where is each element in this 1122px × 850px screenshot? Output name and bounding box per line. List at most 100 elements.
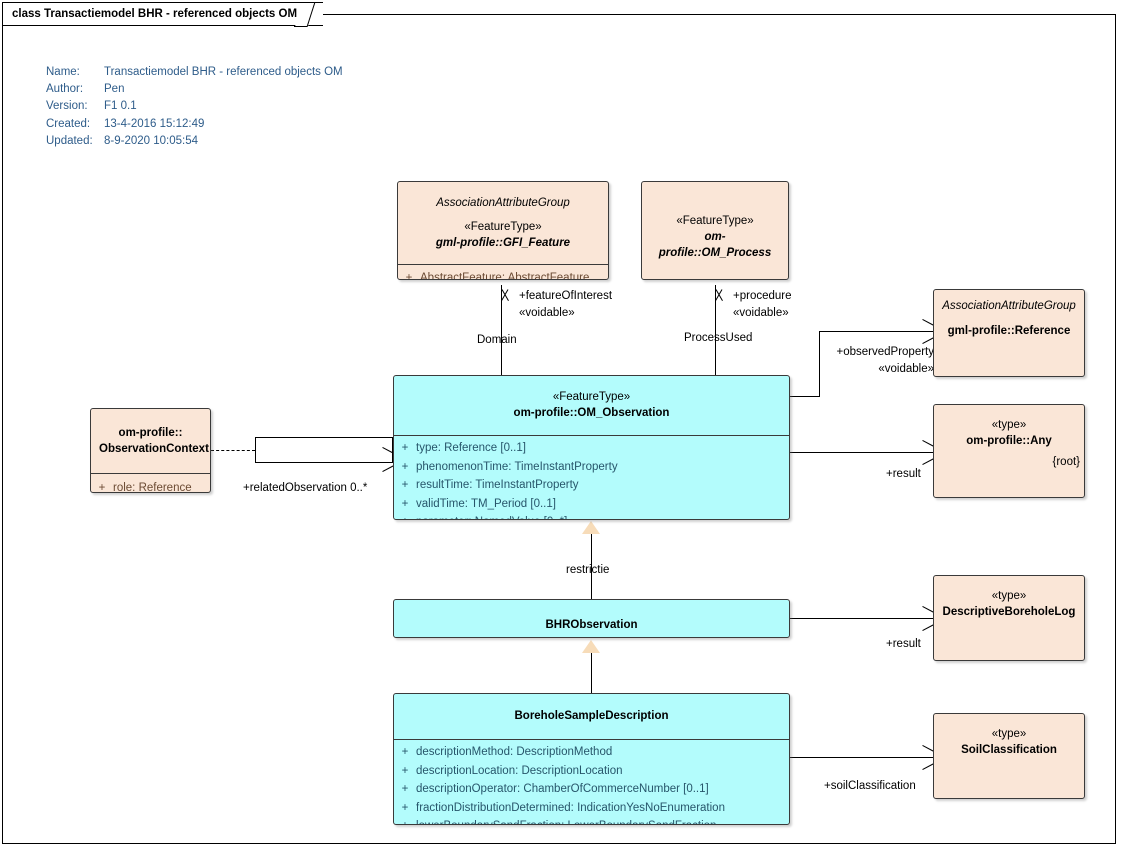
connector-label-observed-property: +observedProperty bbox=[836, 346, 935, 358]
attribute-text: parameter: NamedValue [0..*] bbox=[416, 513, 567, 519]
class-attribute: + validTime: TM_Period [0..1] bbox=[394, 495, 789, 514]
class-attribute: + descriptionLocation: DescriptionLocati… bbox=[394, 762, 789, 781]
metadata-row: Created: 13-4-2016 15:12:49 bbox=[46, 116, 343, 133]
attribute-visibility: + bbox=[98, 482, 106, 493]
metadata-row: Author: Pen bbox=[46, 81, 343, 98]
metadata-row: Name: Transactiemodel BHR - referenced o… bbox=[46, 64, 343, 81]
attribute-visibility: + bbox=[401, 442, 409, 454]
diagram-metadata: Name: Transactiemodel BHR - referenced o… bbox=[46, 64, 343, 150]
class-name: BHRObservation bbox=[545, 618, 638, 631]
class-divider bbox=[394, 435, 789, 436]
class-descriptive-borehole-log[interactable]: «type» DescriptiveBoreholeLog bbox=[933, 575, 1085, 661]
class-bhr-observation[interactable]: BHRObservation bbox=[393, 599, 790, 638]
connector-generalization-line bbox=[591, 653, 592, 693]
class-attribute: + role: Reference bbox=[91, 479, 210, 493]
diagram-frame bbox=[2, 14, 1116, 844]
class-stereotype: «FeatureType» bbox=[464, 221, 542, 233]
generalization-triangle-restrictie bbox=[582, 521, 600, 534]
class-gml-profile-reference[interactable]: AssociationAttributeGroup gml-profile::R… bbox=[933, 289, 1085, 377]
attribute-visibility: + bbox=[401, 479, 409, 492]
connector-label-feature-of-interest: +featureOfInterest bbox=[519, 290, 613, 302]
connector-observed-property-seg1 bbox=[790, 396, 819, 397]
attribute-visibility: + bbox=[401, 764, 409, 777]
connector-procedure-line bbox=[715, 285, 716, 375]
class-attribute: + parameter: NamedValue [0..*] bbox=[394, 513, 789, 519]
class-group-label: AssociationAttributeGroup bbox=[436, 197, 570, 209]
connector-label-restrictie: restrictie bbox=[566, 564, 610, 576]
metadata-row: Updated: 8-9-2020 10:05:54 bbox=[46, 133, 343, 150]
diagram-title: class Transactiemodel BHR - referenced o… bbox=[12, 8, 298, 20]
class-gml-profile-gfi-feature[interactable]: AssociationAttributeGroup «FeatureType» … bbox=[397, 181, 609, 280]
connector-label-observed-property-stereotype: «voidable» bbox=[878, 363, 934, 375]
attribute-visibility: + bbox=[405, 272, 413, 280]
class-attribute: + fractionDistributionDetermined: Indica… bbox=[394, 799, 789, 818]
class-name: SoilClassification bbox=[961, 744, 1057, 756]
generalization-triangle-bsd bbox=[582, 640, 600, 653]
connector-restrictie-line bbox=[591, 533, 592, 599]
metadata-value: Transactiemodel BHR - referenced objects… bbox=[104, 66, 343, 78]
class-om-profile-any[interactable]: «type» om-profile::Any {root} bbox=[933, 404, 1085, 498]
connector-feature-of-interest-line bbox=[501, 285, 502, 375]
class-om-profile-observation-context[interactable]: om-profile:: ObservationContext + role: … bbox=[90, 408, 211, 493]
class-attribute: + lowerBoundarySandFraction: LowerBounda… bbox=[394, 817, 789, 824]
class-stereotype: «type» bbox=[991, 419, 1027, 431]
connector-label-domain: Domain bbox=[477, 334, 517, 346]
connector-observed-property-seg3 bbox=[819, 331, 933, 332]
connector-observation-context-dashed bbox=[211, 450, 255, 451]
tab-slant-edge bbox=[294, 2, 316, 27]
class-stereotype: «type» bbox=[991, 728, 1027, 740]
metadata-key: Name: bbox=[46, 66, 80, 78]
class-name: om-profile::Any bbox=[966, 435, 1052, 447]
class-name: BoreholeSampleDescription bbox=[514, 710, 669, 722]
class-attribute: + descriptionOperator: ChamberOfCommerce… bbox=[394, 780, 789, 799]
attribute-visibility: + bbox=[401, 746, 409, 758]
attribute-text: resultTime: TimeInstantProperty bbox=[416, 479, 579, 492]
attribute-text: validTime: TM_Period [0..1] bbox=[416, 497, 556, 510]
metadata-value: F1 0.1 bbox=[104, 100, 137, 113]
attribute-text: type: Reference [0..1] bbox=[416, 442, 526, 454]
class-attribute: + resultTime: TimeInstantProperty bbox=[394, 476, 789, 495]
attribute-visibility: + bbox=[394, 513, 416, 519]
attribute-visibility: + bbox=[401, 497, 409, 510]
attribute-text: phenomenonTime: TimeInstantProperty bbox=[416, 460, 618, 473]
connector-label-related-observation: +relatedObservation 0..* bbox=[243, 482, 368, 494]
class-name-line1: om-profile:: bbox=[118, 426, 183, 439]
connector-label-result-log: +result bbox=[886, 638, 921, 650]
metadata-value: Pen bbox=[104, 83, 125, 96]
class-stereotype: «type» bbox=[991, 590, 1027, 602]
attribute-text: descriptionOperator: ChamberOfCommerceNu… bbox=[416, 783, 709, 796]
class-om-profile-om-process[interactable]: «FeatureType» om-profile::OM_Process bbox=[641, 181, 789, 280]
metadata-key: Version: bbox=[46, 100, 88, 113]
connector-related-observation-box bbox=[255, 437, 393, 463]
class-divider bbox=[91, 473, 210, 474]
class-borehole-sample-description[interactable]: BoreholeSampleDescription + descriptionM… bbox=[393, 693, 790, 825]
metadata-value: 13-4-2016 15:12:49 bbox=[104, 117, 205, 130]
class-name: gml-profile::GFI_Feature bbox=[435, 237, 571, 249]
attribute-text: fractionDistributionDetermined: Indicati… bbox=[416, 801, 725, 814]
diagram-title-tab: class Transactiemodel BHR - referenced o… bbox=[2, 2, 324, 26]
connector-label-process-used: ProcessUsed bbox=[684, 332, 753, 344]
class-om-profile-om-observation[interactable]: «FeatureType» om-profile::OM_Observation… bbox=[393, 375, 790, 520]
connector-result-log-line bbox=[790, 618, 933, 619]
attribute-text: descriptionMethod: DescriptionMethod bbox=[416, 746, 613, 758]
class-group-label: AssociationAttributeGroup bbox=[942, 300, 1076, 312]
connector-label-feature-of-interest-stereotype: «voidable» bbox=[519, 307, 575, 319]
connector-result-any-line bbox=[790, 452, 933, 453]
metadata-key: Created: bbox=[46, 117, 91, 130]
class-soil-classification[interactable]: «type» SoilClassification bbox=[933, 713, 1085, 799]
class-attribute: + AbstractFeature: AbstractFeature bbox=[398, 269, 608, 280]
class-stereotype: «FeatureType» bbox=[552, 391, 631, 403]
metadata-value: 8-9-2020 10:05:54 bbox=[104, 134, 198, 147]
connector-observed-property-seg2 bbox=[819, 331, 820, 397]
class-attribute: + phenomenonTime: TimeInstantProperty bbox=[394, 458, 789, 477]
attribute-text: descriptionLocation: DescriptionLocation bbox=[416, 764, 623, 777]
class-stereotype: «FeatureType» bbox=[676, 214, 754, 227]
metadata-key: Updated: bbox=[46, 134, 93, 147]
attribute-visibility: + bbox=[401, 460, 409, 473]
class-attribute: + type: Reference [0..1] bbox=[394, 439, 789, 458]
metadata-row: Version: F1 0.1 bbox=[46, 98, 343, 115]
connector-soil-classification-line bbox=[790, 757, 933, 758]
attribute-text: lowerBoundarySandFraction: LowerBoundary… bbox=[416, 817, 716, 824]
connector-label-soil-classification: +soilClassification bbox=[824, 780, 916, 792]
